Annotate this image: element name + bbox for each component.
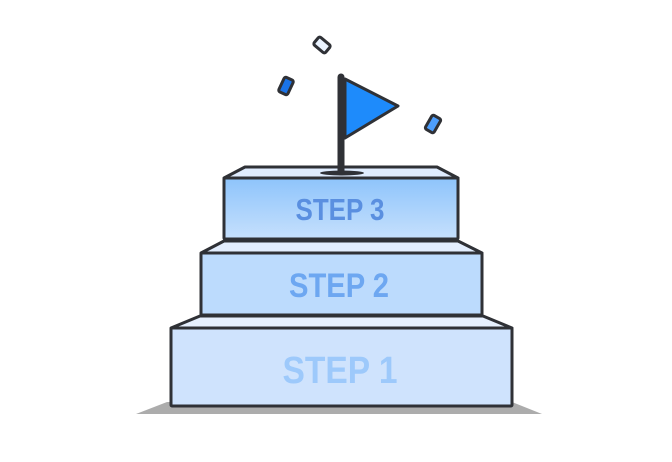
step-2-label: STEP 2	[289, 267, 389, 305]
confetti-dark-blue-icon	[277, 75, 295, 97]
step-3-front-face	[222, 176, 460, 241]
step-2-top-face	[199, 239, 484, 255]
flag-banner	[343, 77, 400, 140]
flag-icon	[320, 73, 400, 176]
confetti-white-icon	[312, 35, 332, 55]
step-2-front-face	[199, 251, 484, 317]
step-1: STEP 1	[169, 314, 514, 408]
step-2: STEP 2	[199, 239, 484, 317]
step-1-top-face	[169, 314, 514, 330]
step-1-label: STEP 1	[283, 350, 398, 392]
step-1-front-face	[169, 326, 514, 408]
step-3: STEP 3	[222, 165, 460, 241]
confetti-light-blue-icon	[423, 113, 443, 135]
step-3-label: STEP 3	[296, 192, 385, 227]
